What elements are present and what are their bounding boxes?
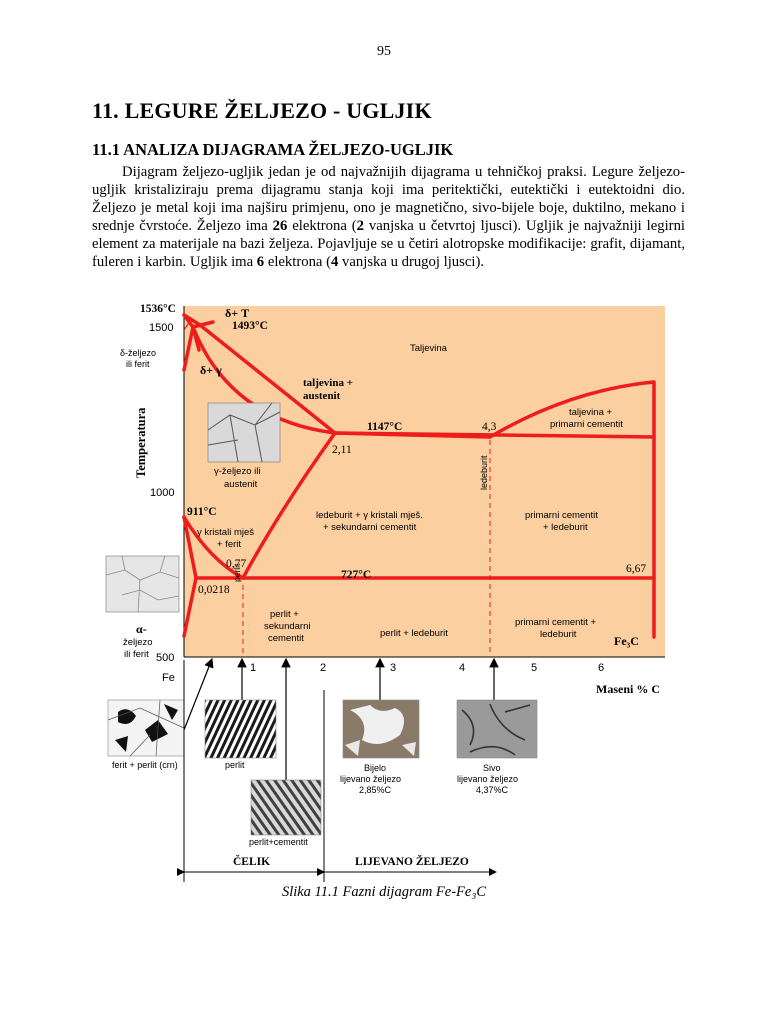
region-gamma-ferit-2: + ferit xyxy=(217,539,241,550)
austenite-micrograph xyxy=(208,403,280,462)
x-tick-4: 4 xyxy=(459,662,465,674)
region-perlit-sek-1: perlit + xyxy=(270,609,299,620)
y-axis-label: Temperatura xyxy=(134,407,148,478)
label-0-0218: 0,0218 xyxy=(198,584,230,596)
region-prim-cem-ledeburit-low-2: ledeburit xyxy=(540,629,577,640)
region-gamma-iron-2: austenit xyxy=(224,479,258,490)
region-perlit-ledeburit: perlit + ledeburit xyxy=(380,628,448,639)
region-liquid-austenite-1: taljevina + xyxy=(303,377,353,389)
region-alpha-1: α- xyxy=(136,622,147,636)
label-perlit: perlit xyxy=(225,760,245,770)
label-1147: 1147°C xyxy=(367,421,402,433)
y-tick-1500: 1500 xyxy=(149,322,173,334)
region-delta-gamma: δ+ γ xyxy=(200,363,222,377)
label-sivo-2: lijevano željezo xyxy=(457,774,518,784)
micrograph-perlit xyxy=(205,700,276,758)
label-fe3c: Fe₃C xyxy=(614,634,639,648)
label-bijelo-3: 2,85%C xyxy=(359,785,392,795)
y-tick-500: 500 xyxy=(156,652,174,664)
label-6-67: 6,67 xyxy=(626,563,646,575)
label-bijelo-1: Bijelo xyxy=(364,763,386,773)
region-liquid-austenite-2: austenit xyxy=(303,390,341,402)
bracket-celik-label: ČELIK xyxy=(233,854,270,868)
x-axis-label: Maseni % C xyxy=(596,682,660,696)
region-ledeburit-vertical: ledeburit xyxy=(479,455,489,490)
label-sivo-3: 4,37%C xyxy=(476,785,509,795)
region-liquid-cementite-2: primarni cementit xyxy=(550,419,623,430)
bracket-lijevano-label: LIJEVANO ŽELJEZO xyxy=(355,854,469,868)
micrograph-ferit-perlit xyxy=(108,700,184,756)
label-1536: 1536°C xyxy=(140,303,176,315)
y-tick-1000: 1000 xyxy=(150,487,174,499)
region-gamma-ferit-1: γ kristali mješ xyxy=(197,527,254,538)
label-911: 911°C xyxy=(187,506,217,518)
x-tick-1: 1 xyxy=(250,662,256,674)
figure-caption: Slika 11.1 Fazni dijagram Fe-Fe₃C xyxy=(0,884,768,901)
region-perlit-sek-2: sekundarni xyxy=(264,621,310,632)
x-tick-2: 2 xyxy=(320,662,326,674)
region-delta-iron: δ-željezo xyxy=(120,348,156,358)
label-bijelo-2: lijevano željezo xyxy=(340,774,401,784)
ferrite-micrograph xyxy=(106,556,179,612)
label-2-11: 2,11 xyxy=(332,444,352,456)
region-perlit-vertical: perlit xyxy=(232,563,242,582)
region-prim-cem-ledeburit-2: + ledeburit xyxy=(543,522,588,533)
label-ferit-perlit: ferit + perlit (crn) xyxy=(112,760,178,770)
label-sivo-1: Sivo xyxy=(483,763,501,773)
x-tick-5: 5 xyxy=(531,662,537,674)
region-alpha-3: ili ferit xyxy=(124,649,149,660)
label-727: 727°C xyxy=(341,569,371,581)
micrograph-bijelo xyxy=(343,700,419,758)
x-tick-3: 3 xyxy=(390,662,396,674)
region-prim-cem-ledeburit-low-1: primarni cementit + xyxy=(515,617,596,628)
region-gamma-iron-1: γ-željezo ili xyxy=(214,466,260,477)
region-delta-iron-2: ili ferit xyxy=(126,359,150,369)
label-1493: 1493°C xyxy=(232,320,268,332)
label-perlit-cementit: perlit+cementit xyxy=(249,837,308,847)
region-alpha-2: željezo xyxy=(123,637,153,648)
region-delta-t: δ+ T xyxy=(225,306,249,320)
x-origin-label: Fe xyxy=(162,672,175,684)
region-liquid-cementite-1: taljevina + xyxy=(569,407,612,418)
x-tick-6: 6 xyxy=(598,662,604,674)
label-4-3: 4,3 xyxy=(482,421,497,433)
region-liquid: Taljevina xyxy=(410,343,448,354)
micrograph-sivo xyxy=(457,700,537,758)
micrograph-perlit-cementit xyxy=(251,780,321,835)
region-prim-cem-ledeburit-1: primarni cementit xyxy=(525,510,598,521)
region-ledeburit-gamma-1: ledeburit + γ kristali mješ. xyxy=(316,510,423,521)
region-ledeburit-gamma-2: + sekundarni cementit xyxy=(323,522,417,533)
region-perlit-sek-3: cementit xyxy=(268,633,304,644)
